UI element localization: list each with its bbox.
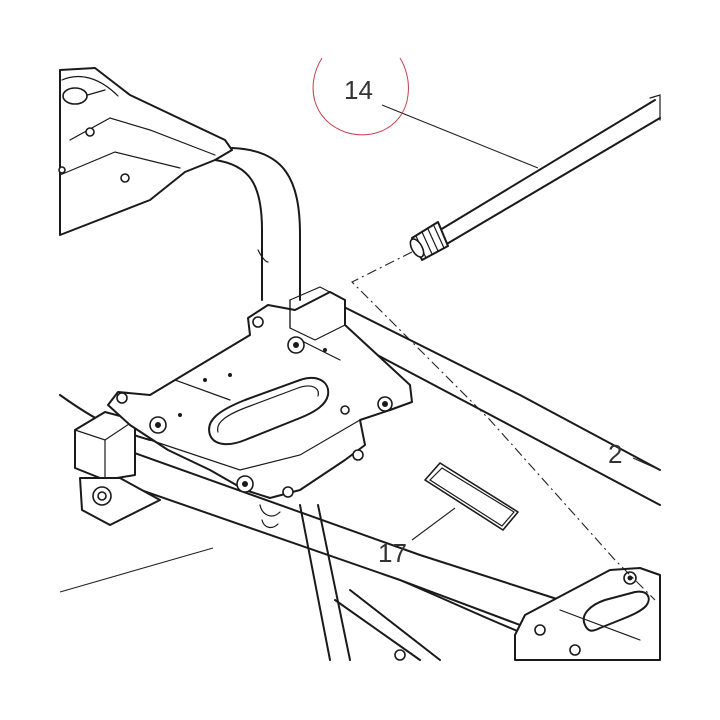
frame-arch-tube [214, 147, 301, 301]
rod-thread [409, 221, 449, 261]
threaded-rod [409, 94, 661, 261]
decal-label-plate [424, 462, 519, 531]
leader-line-2 [632, 457, 661, 471]
leader-line-17 [411, 507, 456, 541]
leader-line-lower-left [59, 547, 214, 593]
upper-frame-bracket [58, 67, 233, 236]
highlight-circle [312, 57, 409, 136]
center-mounting-plate [107, 286, 413, 529]
callout-2: 2 [608, 439, 622, 469]
installation-path [351, 251, 656, 601]
callout-17: 17 [378, 538, 407, 568]
main-frame-rails [59, 299, 661, 661]
leader-line-14 [381, 104, 539, 169]
callout-14: 14 [344, 75, 373, 105]
lower-left-bracket [79, 477, 161, 526]
rear-mounting-plate [394, 567, 661, 661]
cross-tube-end-cap [74, 411, 136, 481]
